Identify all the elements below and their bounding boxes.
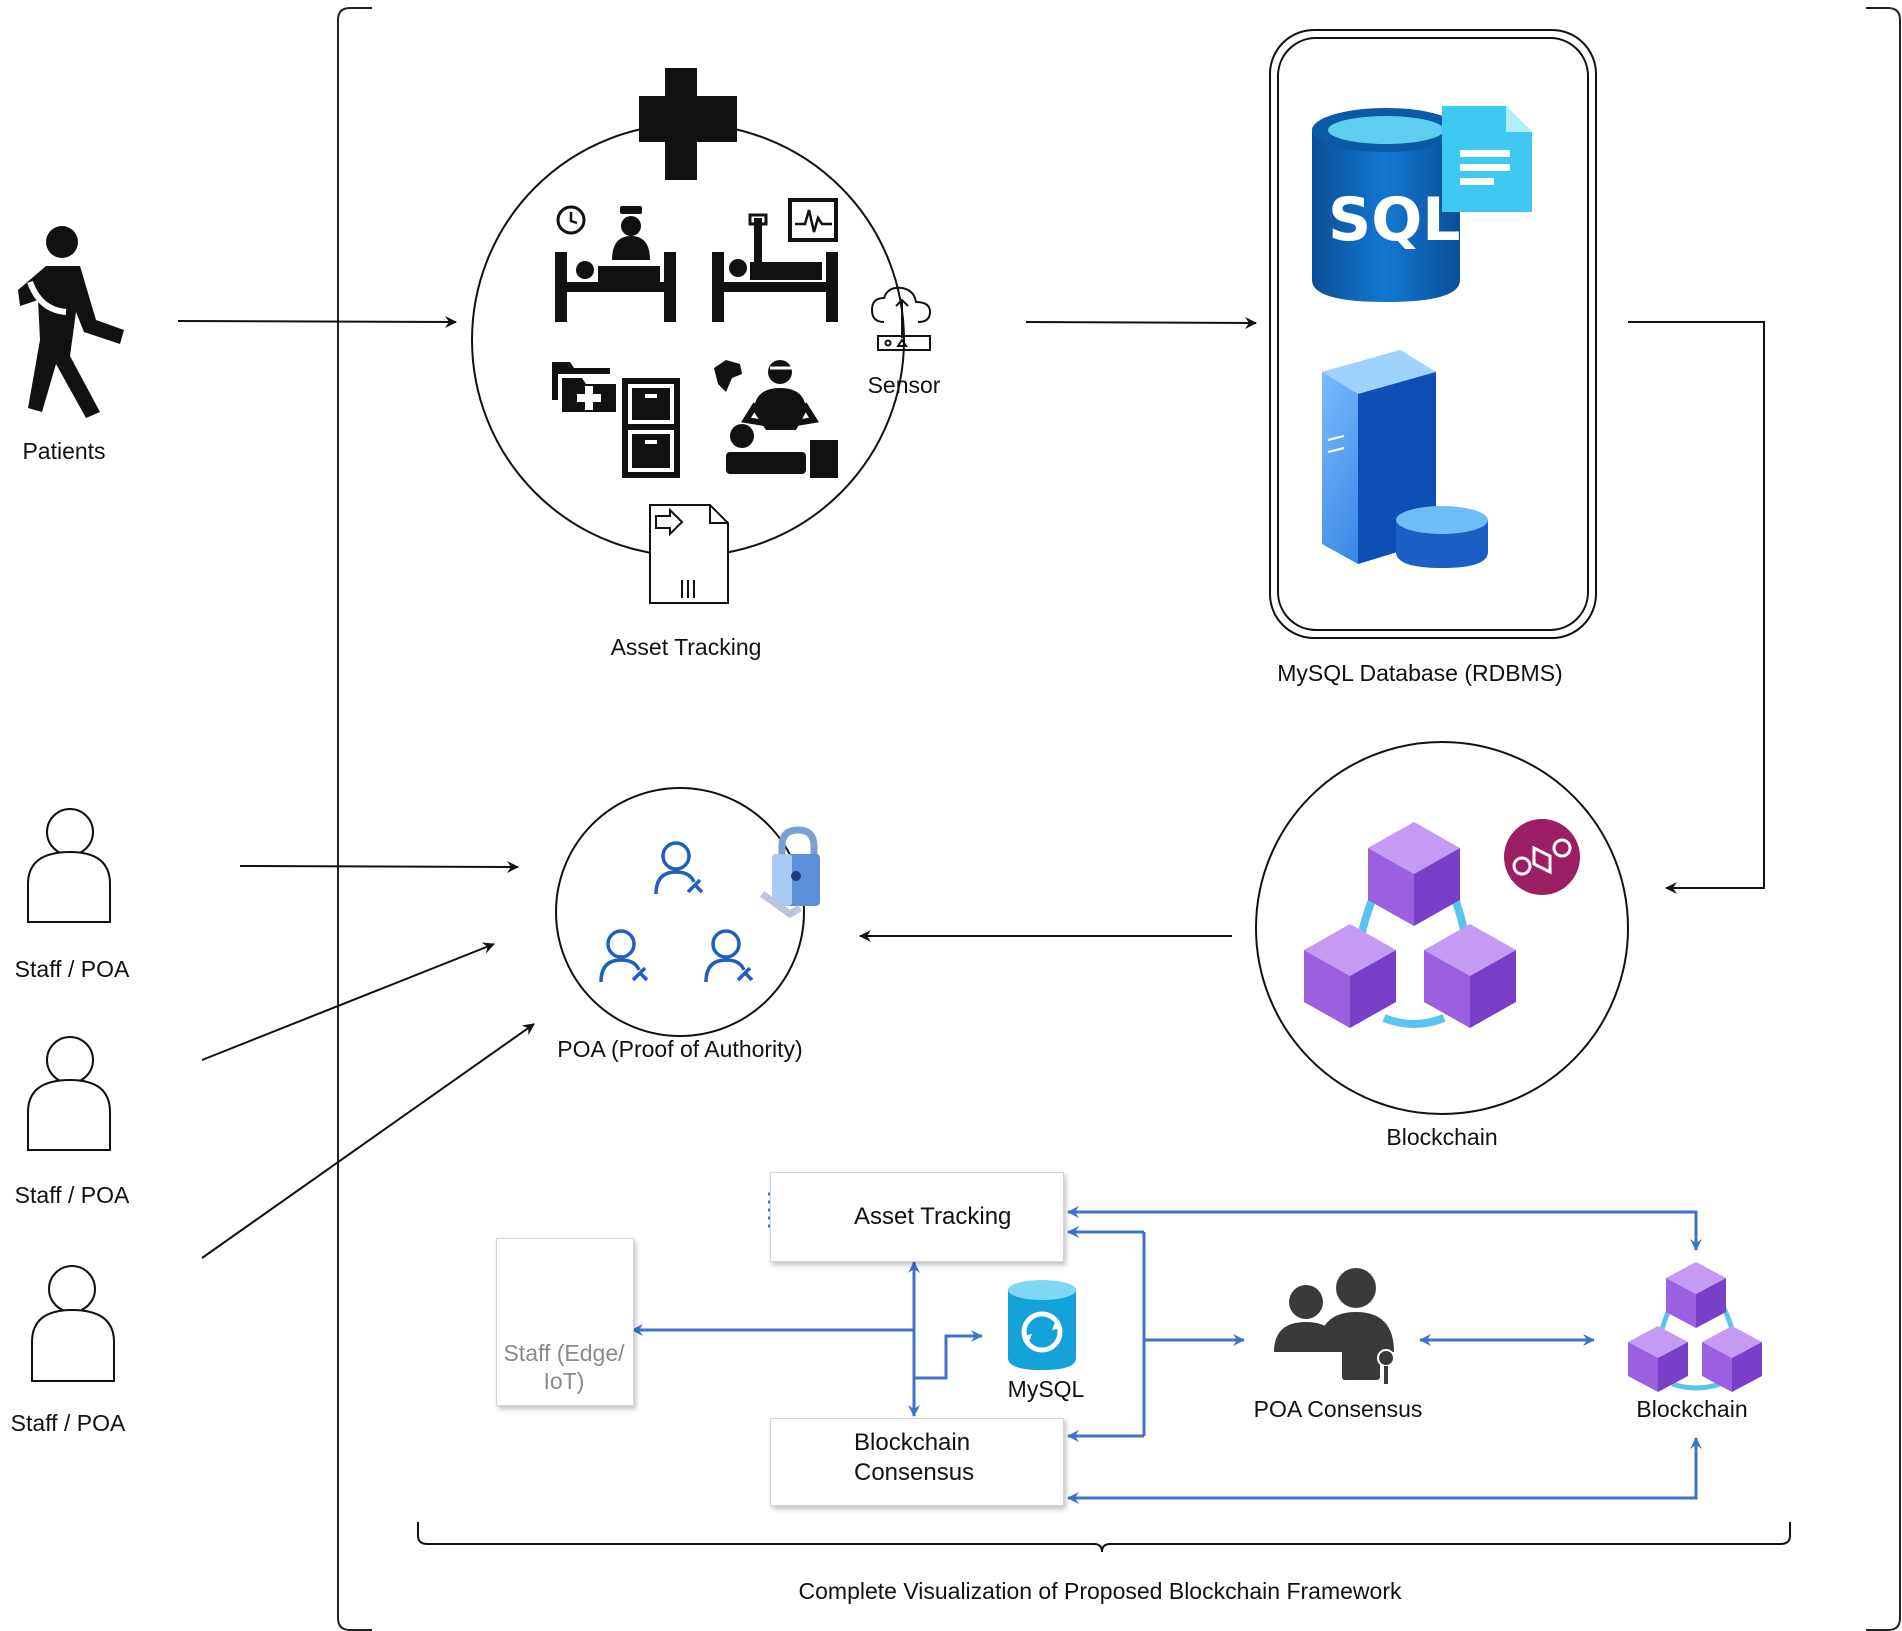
blockchain-label: Blockchain xyxy=(1386,1124,1498,1150)
blockchain-node xyxy=(1255,741,1629,1115)
staff-label-3: Staff / POA xyxy=(10,1410,126,1436)
file-cabinet-icon xyxy=(622,378,680,478)
poa-node xyxy=(555,787,805,1037)
staff-edge-label-line1: Staff (Edge/ xyxy=(503,1340,625,1366)
medical-folder-icon xyxy=(552,362,616,412)
sensor-label: Sensor xyxy=(867,372,941,398)
hospital-cross-icon xyxy=(639,68,737,180)
padlock-icon xyxy=(759,826,820,919)
asset-to-database-arrow xyxy=(1025,316,1257,329)
users-lock-icon xyxy=(1274,1268,1395,1384)
svg-text:SQL: SQL xyxy=(1328,185,1460,255)
database-label: MySQL Database (RDBMS) xyxy=(1277,660,1563,686)
blockchain-badge-icon xyxy=(1504,819,1580,895)
blockchain-consensus-label-line1: Blockchain xyxy=(854,1429,971,1456)
surgery-icon xyxy=(714,360,838,478)
asset-tracking-label: Asset Tracking xyxy=(610,634,762,660)
server-icon xyxy=(1322,350,1488,568)
cloud-sensor-icon xyxy=(870,286,932,351)
patients-to-asset-arrow xyxy=(177,315,457,328)
blockchain-cubes-icon xyxy=(1304,822,1516,1028)
mysql-label: MySQL xyxy=(1007,1376,1085,1402)
framework-blockchain-label: Blockchain xyxy=(1636,1396,1748,1422)
user-icon xyxy=(27,808,115,1382)
staff-to-poa-arrows xyxy=(201,860,535,1259)
asset-tracking-node xyxy=(471,123,905,557)
framework-frame xyxy=(337,7,1901,1631)
blockchain-consensus-box[interactable] xyxy=(770,1418,1064,1506)
mysql-icon xyxy=(1008,1280,1076,1370)
poa-label: POA (Proof of Authority) xyxy=(557,1036,803,1062)
poa-consensus-label: POA Consensus xyxy=(1253,1396,1423,1422)
staff-label-1: Staff / POA xyxy=(14,956,130,982)
staff-edge-label-line2: IoT) xyxy=(543,1368,585,1394)
blockchain-consensus-label-line2: Consensus xyxy=(854,1459,975,1486)
asset-tracking-box-label: Asset Tracking xyxy=(854,1203,1012,1230)
framework-brace xyxy=(417,1522,1791,1553)
asset-tracking-box[interactable] xyxy=(770,1172,1064,1262)
database-to-blockchain-arrow xyxy=(1628,321,1765,894)
blockchain-small-cubes-icon xyxy=(1628,1262,1762,1392)
document-icon xyxy=(649,504,729,604)
framework-connectors xyxy=(631,1206,1702,1504)
patient-monitor-icon xyxy=(712,198,838,322)
framework-caption: Complete Visualization of Proposed Block… xyxy=(798,1578,1402,1604)
staff-label-2: Staff / POA xyxy=(14,1182,130,1208)
user-wrench-icon xyxy=(599,841,754,983)
patients-label: Patients xyxy=(22,438,106,464)
sql-database-icon: SQL xyxy=(1312,106,1532,302)
walking-patient-icon xyxy=(18,226,124,418)
hospital-bed-icon xyxy=(555,205,676,322)
staff-edge-box[interactable] xyxy=(496,1238,634,1406)
